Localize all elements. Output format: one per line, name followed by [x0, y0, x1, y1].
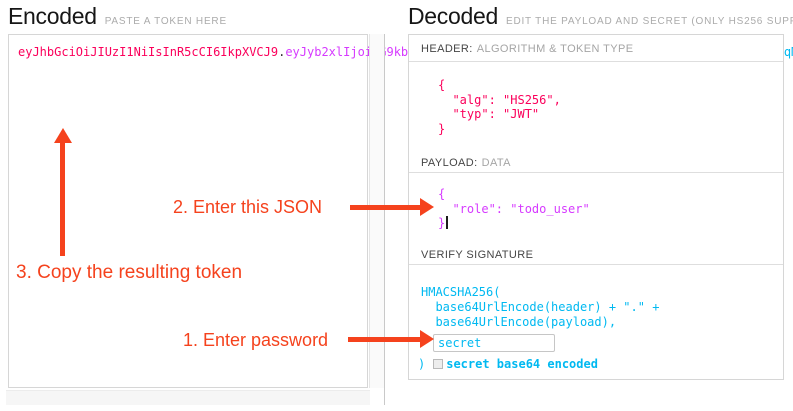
header-section-label: HEADER:ALGORITHM & TOKEN TYPE: [409, 35, 783, 62]
encoded-scrollbar[interactable]: [369, 34, 384, 388]
arrow-step3-shaft: [60, 142, 65, 256]
payload-label-secondary: DATA: [481, 157, 511, 169]
arrow-step2-head-icon: [420, 198, 434, 216]
payload-section-label: PAYLOAD:DATA: [409, 152, 783, 173]
payload-json-open: {: [438, 187, 446, 201]
payload-json-close: }: [438, 216, 446, 230]
encoded-subtitle: PASTE A TOKEN HERE: [104, 16, 227, 27]
header-label-primary: HEADER:: [421, 43, 473, 55]
text-cursor: [446, 216, 448, 229]
verify-label-primary: VERIFY SIGNATURE: [421, 249, 534, 261]
header-json-editor[interactable]: { "alg": "HS256", "typ": "JWT" }: [409, 62, 783, 152]
hmac-close-paren: ): [418, 357, 426, 371]
token-header-segment: eyJhbGciOiJIUzI1NiIsInR5cCI6IkpXVCJ9: [18, 45, 279, 59]
arrow-step1-head-icon: [420, 330, 434, 348]
header-label-secondary: ALGORITHM & TOKEN TYPE: [476, 43, 634, 55]
verify-signature-area: HMACSHA256( base64UrlEncode(header) + ".…: [409, 265, 783, 379]
annotation-step2: 2. Enter this JSON: [173, 197, 323, 217]
encoded-heading: Encoded: [8, 3, 97, 29]
header-json-text: { "alg": "HS256", "typ": "JWT" }: [438, 78, 561, 136]
hmac-code-text: HMACSHA256( base64UrlEncode(header) + ".…: [421, 285, 660, 329]
verify-section-label: VERIFY SIGNATURE: [409, 243, 783, 265]
token-separator: .: [278, 45, 286, 59]
encoded-token-input[interactable]: eyJhbGciOiJIUzI1NiIsInR5cCI6IkpXVCJ9.eyJ…: [8, 34, 793, 388]
decoded-panel: HEADER:ALGORITHM & TOKEN TYPE { "alg": "…: [408, 34, 784, 380]
secret-input[interactable]: [433, 334, 555, 352]
arrow-step2-shaft: [350, 205, 420, 210]
payload-json-text: { "role": "todo_user"}: [409, 173, 783, 231]
column-divider: [384, 34, 385, 405]
secret-base64-checkbox[interactable]: [433, 359, 444, 369]
decoded-heading: Decoded: [408, 3, 498, 29]
hmac-close-row: ) secret base64 encoded: [418, 357, 783, 371]
payload-json-editor[interactable]: { "role": "todo_user"}: [409, 173, 783, 243]
annotation-step1: 1. Enter password: [183, 330, 329, 350]
decoded-subtitle: EDIT THE PAYLOAD AND SECRET (ONLY HS256 …: [505, 16, 793, 27]
annotation-step3: 3. Copy the resulting token: [16, 262, 243, 283]
payload-json-line: "role": "todo_user": [438, 201, 590, 216]
arrow-step3-head-icon: [54, 128, 72, 143]
payload-label-primary: PAYLOAD:: [421, 157, 478, 169]
arrow-step1-shaft: [348, 337, 420, 342]
encoded-footer-bar: [6, 390, 370, 405]
jwt-token-text: eyJhbGciOiJIUzI1NiIsInR5cCI6IkpXVCJ9.eyJ…: [18, 45, 793, 60]
secret-base64-label: secret base64 encoded: [446, 357, 598, 371]
